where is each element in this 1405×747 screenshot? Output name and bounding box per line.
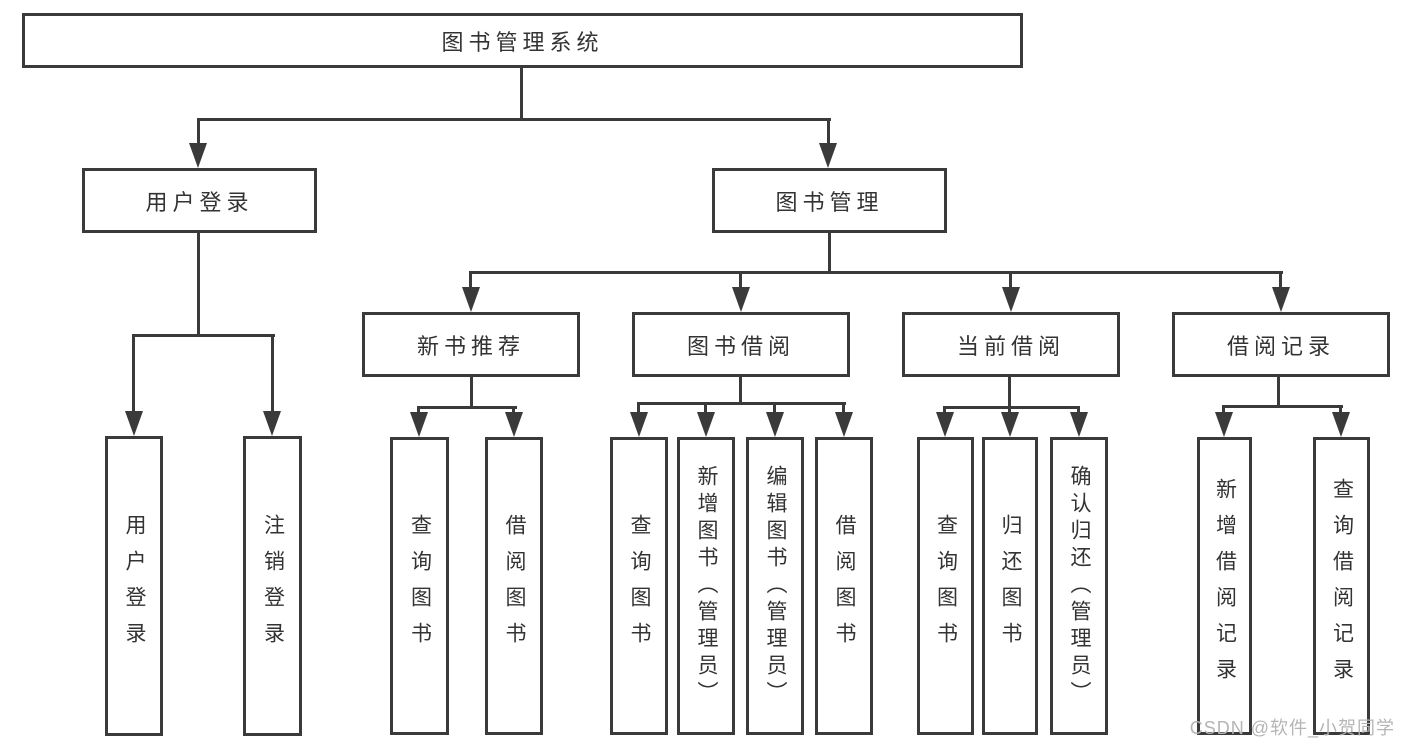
connector-current-split bbox=[944, 406, 1080, 409]
leaf-newbook-borrow: 借阅图书 bbox=[485, 437, 543, 735]
arrowhead-borrow-c3-icon bbox=[766, 412, 784, 437]
leaf-record-add: 新增借阅记录 bbox=[1197, 437, 1252, 735]
arrowhead-borrow-record-icon bbox=[1272, 287, 1290, 312]
leaf-borrow-edit-admin: 编辑图书（管理员） bbox=[746, 437, 804, 735]
node-current-borrow-label: 当前借阅 bbox=[956, 333, 1065, 359]
connector-login-stem bbox=[197, 233, 200, 337]
connector-record-c2 bbox=[1339, 405, 1342, 418]
leaf-current-query: 查询图书 bbox=[917, 437, 974, 735]
leaf-user-login-label: 用户登录 bbox=[123, 514, 146, 658]
node-user-login: 用户登录 bbox=[82, 168, 317, 233]
connector-record-split bbox=[1223, 405, 1343, 408]
csdn-watermark: CSDN @软件_小贺同学 bbox=[1189, 718, 1395, 738]
leaf-borrow-book: 借阅图书 bbox=[815, 437, 873, 735]
node-book-borrow-label: 图书借阅 bbox=[686, 333, 795, 359]
leaf-borrow-query: 查询图书 bbox=[610, 437, 668, 735]
arrowhead-new-book-icon bbox=[462, 287, 480, 312]
node-book-mgmt-label: 图书管理 bbox=[775, 189, 884, 215]
connector-newbook-split bbox=[418, 406, 517, 409]
leaf-record-query: 查询借阅记录 bbox=[1313, 437, 1370, 735]
arrowhead-newbook-c1-icon bbox=[410, 412, 428, 437]
connector-record-c1 bbox=[1222, 405, 1225, 418]
connector-to-user-login bbox=[197, 118, 200, 148]
leaf-borrow-edit-admin-label: 编辑图书（管理员） bbox=[764, 464, 787, 708]
leaf-record-query-label: 查询借阅记录 bbox=[1330, 478, 1354, 694]
leaf-borrow-add-admin-label: 新增图书（管理员） bbox=[695, 464, 718, 708]
leaf-user-login: 用户登录 bbox=[105, 436, 163, 736]
leaf-logout-label: 注销登录 bbox=[261, 514, 285, 658]
node-book-borrow: 图书借阅 bbox=[632, 312, 850, 377]
node-root: 图书管理系统 bbox=[22, 13, 1023, 68]
leaf-current-confirm-admin-label: 确认归还（管理员） bbox=[1068, 464, 1091, 708]
connector-to-borrow-record bbox=[1279, 271, 1282, 293]
connector-borrow-stem bbox=[739, 377, 742, 405]
connector-mgmt-stem bbox=[828, 233, 831, 274]
connector-root-split bbox=[197, 118, 831, 121]
node-book-mgmt: 图书管理 bbox=[712, 168, 947, 233]
node-current-borrow: 当前借阅 bbox=[902, 312, 1120, 377]
connector-borrow-c1 bbox=[637, 402, 640, 416]
arrowhead-borrow-c1-icon bbox=[630, 412, 648, 437]
connector-login-split bbox=[133, 334, 275, 337]
leaf-newbook-query-label: 查询图书 bbox=[408, 514, 432, 658]
leaf-borrow-book-label: 借阅图书 bbox=[833, 514, 856, 658]
leaf-newbook-query: 查询图书 bbox=[390, 437, 449, 735]
arrowhead-user-login-icon bbox=[189, 143, 207, 168]
node-root-label: 图书管理系统 bbox=[441, 29, 604, 55]
node-new-book-rec-label: 新书推荐 bbox=[416, 333, 525, 359]
connector-to-leaf-logout bbox=[271, 334, 274, 416]
leaf-borrow-add-admin: 新增图书（管理员） bbox=[677, 437, 735, 735]
connector-borrow-c2 bbox=[704, 402, 707, 416]
leaf-record-add-label: 新增借阅记录 bbox=[1213, 478, 1237, 694]
arrowhead-borrow-c4-icon bbox=[835, 412, 853, 437]
connector-borrow-c3 bbox=[773, 402, 776, 416]
arrowhead-current-c2-icon bbox=[1001, 412, 1019, 437]
connector-record-stem bbox=[1277, 377, 1280, 408]
connector-to-book-borrow bbox=[739, 271, 742, 293]
connector-newbook-stem bbox=[470, 377, 473, 409]
leaf-logout: 注销登录 bbox=[243, 436, 302, 736]
node-borrow-record-label: 借阅记录 bbox=[1226, 333, 1335, 359]
node-borrow-record: 借阅记录 bbox=[1172, 312, 1390, 377]
arrowhead-current-c3-icon bbox=[1070, 412, 1088, 437]
leaf-newbook-borrow-label: 借阅图书 bbox=[503, 514, 526, 658]
node-new-book-rec: 新书推荐 bbox=[362, 312, 580, 377]
arrowhead-record-c2-icon bbox=[1332, 412, 1350, 437]
leaf-current-confirm-admin: 确认归还（管理员） bbox=[1050, 437, 1108, 735]
connector-mgmt-split bbox=[470, 271, 1283, 274]
connector-to-current-borrow bbox=[1009, 271, 1012, 293]
connector-root-stem bbox=[520, 68, 523, 120]
arrowhead-leaf-logout-icon bbox=[263, 411, 281, 436]
leaf-borrow-query-label: 查询图书 bbox=[628, 514, 651, 658]
arrowhead-book-mgmt-icon bbox=[819, 143, 837, 168]
arrowhead-leaf-login-icon bbox=[125, 411, 143, 436]
connector-to-book-mgmt bbox=[827, 118, 830, 148]
arrowhead-book-borrow-icon bbox=[732, 287, 750, 312]
node-user-login-label: 用户登录 bbox=[145, 189, 254, 215]
connector-borrow-c4 bbox=[842, 402, 845, 416]
arrowhead-current-c1-icon bbox=[936, 412, 954, 437]
arrowhead-record-c1-icon bbox=[1215, 412, 1233, 437]
connector-to-leaf-login bbox=[132, 334, 135, 416]
arrowhead-newbook-c2-icon bbox=[505, 412, 523, 437]
leaf-current-query-label: 查询图书 bbox=[934, 514, 958, 658]
connector-to-new-book bbox=[469, 271, 472, 293]
leaf-current-return: 归还图书 bbox=[982, 437, 1038, 735]
leaf-current-return-label: 归还图书 bbox=[999, 514, 1022, 658]
connector-borrow-split bbox=[638, 402, 846, 405]
connector-current-stem bbox=[1008, 377, 1011, 409]
arrowhead-current-borrow-icon bbox=[1002, 287, 1020, 312]
arrowhead-borrow-c2-icon bbox=[697, 412, 715, 437]
